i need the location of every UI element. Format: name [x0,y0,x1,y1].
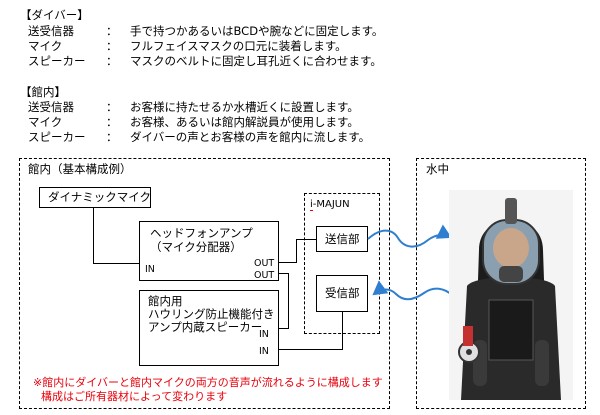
hall-transceiver-desc: お客様に持たせるか水槽近くに設置します。 [130,100,359,114]
diver-photo [449,190,573,400]
hall-speaker-sep: ： [106,130,118,144]
underwater-frame-title: 水中 [426,162,449,176]
transmitter-label: 送信部 [325,232,360,246]
diver-mic-item: マイク [28,39,63,53]
diver-mic-sep: ： [106,39,118,53]
mic-line-down [93,208,94,264]
i-majun-prefix: i [310,199,313,211]
receiver-box: 受信部 [316,275,368,312]
amp-title-line2: （マイク分配器） [150,240,242,254]
dynamic-mic-box: ダイナミックマイク [39,187,151,208]
transmitter-box: 送信部 [316,226,368,252]
receiver-drop [342,312,343,350]
speaker-title-line1: 館内用 [148,294,183,308]
amp-out2-line [279,273,288,274]
config-note-line2: 構成はご所有器材によって変わります [41,390,228,403]
amp-out2-to-speaker [279,328,289,329]
diver-speaker-sep: ： [106,54,118,68]
dynamic-mic-label: ダイナミックマイク [48,190,152,204]
speaker-in2-label: IN [259,346,269,357]
transmit-wave-arrow [367,224,452,248]
hall-transceiver-sep: ： [106,100,118,114]
amp-out2-drop [288,273,289,329]
receive-wave-arrow [372,280,453,301]
hall-speaker-item: スピーカー [28,130,86,144]
speaker-title-line3: アンプ内蔵スピーカー [148,320,263,334]
amp-in-label: IN [145,264,155,275]
amp-title-line1: ヘッドフォンアンプ [150,226,253,240]
hall-frame-title: 館内（基本構成例） [28,162,132,176]
diver-transceiver-sep: ： [106,24,118,38]
underwater-frame [416,158,586,409]
i-majun-label: i-MAJUN [310,198,350,211]
i-majun-name: -MAJUN [312,199,350,210]
diver-speaker-desc: マスクのベルトに固定し耳孔近くに合わせます。 [130,54,382,68]
amp-out1-to-transmitter [296,239,316,240]
hall-mic-sep: ： [106,115,118,129]
diver-heading: 【ダイバー】 [20,8,89,22]
diver-speaker-item: スピーカー [28,54,86,68]
hall-speaker-box: 館内用 ハウリング防止機能付き アンプ内蔵スピーカー IN IN [139,290,279,366]
receiver-to-speaker [279,349,343,350]
receiver-label: 受信部 [325,286,360,300]
speaker-in1-label: IN [259,329,269,340]
diver-mic-desc: フルフェイスマスクの口元に装着します。 [130,39,347,53]
mic-line-to-amp [93,263,139,264]
diver-transceiver-desc: 手で持つかあるいはBCDや腕などに固定します。 [130,24,384,38]
amp-out1-label: OUT [254,258,275,269]
amp-out1-riser [296,239,297,263]
hall-mic-item: マイク [28,115,63,129]
amp-out1-line [279,262,297,263]
diver-transceiver-item: 送受信器 [28,24,74,38]
amp-out2-label: OUT [254,270,275,281]
hall-transceiver-item: 送受信器 [28,100,74,114]
speaker-title-line2: ハウリング防止機能付き [148,307,275,321]
headphone-amp-box: ヘッドフォンアンプ （マイク分配器） IN OUT OUT [139,221,279,281]
hall-mic-desc: お客様、あるいは館内解説員が使用します。 [130,115,359,129]
hall-speaker-desc: ダイバーの声とお客様の声を館内に流します。 [130,130,371,144]
hall-frame [19,158,390,409]
hall-heading: 【館内】 [20,85,66,99]
config-note-line1: ※館内にダイバーと館内マイクの両方の音声が流れるように構成します [33,376,383,389]
